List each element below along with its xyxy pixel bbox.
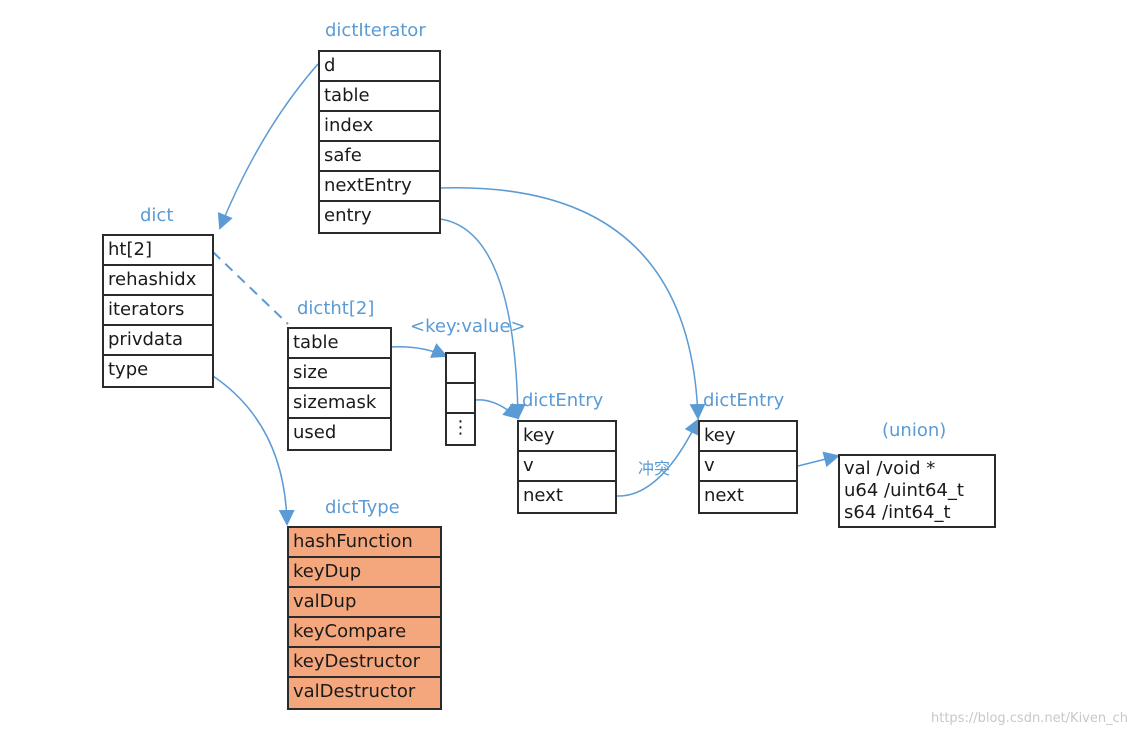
dictiterator-field-d: d <box>320 52 439 82</box>
dictentry1-field-next: next <box>523 485 563 506</box>
dict-struct: ht[2] rehashidx iterators privdata type <box>102 234 214 388</box>
conflict-label: 冲突 <box>638 459 671 478</box>
dicttype-field-valdup: valDup <box>289 588 440 618</box>
dict-field-type: type <box>108 359 149 380</box>
dict-field-iterators: iterators <box>104 296 212 326</box>
dictentry2-field-next: next <box>704 485 744 506</box>
buckets-title: <key:value> <box>410 316 526 337</box>
edge-iterator-entry-to-entry1 <box>439 218 526 420</box>
dictiterator-field-nextentry: nextEntry <box>320 172 439 202</box>
dictentry2-struct: key v next <box>698 420 798 514</box>
dicttype-field-keycompare: keyCompare <box>289 618 440 648</box>
edge-entry2-v-to-union <box>797 451 840 468</box>
dictentry2-title: dictEntry <box>703 390 785 411</box>
dictht-field-used: used <box>293 422 337 443</box>
dicttype-field-keydup: keyDup <box>289 558 440 588</box>
dictentry1-struct: key v next <box>517 420 617 514</box>
dict-title: dict <box>140 205 174 226</box>
edge-dict-ht-to-dictht <box>212 251 289 325</box>
edge-entry1-next-to-entry2 <box>615 418 700 497</box>
dictiterator-field-safe: safe <box>320 142 439 172</box>
edge-bucket-to-entry1 <box>475 399 520 420</box>
union-member-s64: s64 /int64_t <box>844 502 951 523</box>
dictht-title: dictht[2] <box>297 298 375 319</box>
edge-dictht-table-to-buckets <box>389 343 448 358</box>
dictentry2-field-key: key <box>700 422 796 452</box>
dictiterator-struct: d table index safe nextEntry entry <box>318 50 441 234</box>
dicttype-field-keydestructor: keyDestructor <box>289 648 440 678</box>
dictentry2-field-v: v <box>700 452 796 482</box>
bucket-slot-ellipsis: ⋮ <box>451 417 470 438</box>
dicttype-title: dictType <box>325 497 400 518</box>
dicttype-field-hashfunction: hashFunction <box>289 528 440 558</box>
bucket-array: ⋮ <box>445 352 476 446</box>
dict-field-privdata: privdata <box>104 326 212 356</box>
dicttype-field-valdestructor: valDestructor <box>289 678 440 708</box>
dictentry1-field-key: key <box>519 422 615 452</box>
union-title: (union) <box>882 420 947 441</box>
dict-field-ht: ht[2] <box>104 236 212 266</box>
dict-field-rehashidx: rehashidx <box>104 266 212 296</box>
dictiterator-title: dictIterator <box>325 20 426 41</box>
watermark: https://blog.csdn.net/Kiven_ch <box>930 711 1128 726</box>
edge-iterator-d-to-dict <box>217 63 319 230</box>
dictentry1-field-v: v <box>519 452 615 482</box>
dictiterator-field-table: table <box>320 82 439 112</box>
dicttype-struct: hashFunction keyDup valDup keyCompare ke… <box>287 526 442 710</box>
edge-dict-type-to-dicttype <box>212 375 295 526</box>
union-struct: val /void * u64 /uint64_t s64 /int64_t <box>838 454 996 528</box>
union-member-val: val /void * <box>844 458 936 479</box>
dictht-field-sizemask: sizemask <box>289 389 390 419</box>
bucket-slot <box>447 384 474 414</box>
dictht-struct: table size sizemask used <box>287 327 392 451</box>
dictiterator-field-index: index <box>320 112 439 142</box>
dictentry1-title: dictEntry <box>522 390 604 411</box>
bucket-slot <box>447 354 474 384</box>
edge-iterator-nextentry-to-entry2 <box>439 187 706 420</box>
dictiterator-field-entry: entry <box>324 205 372 226</box>
union-member-u64: u64 /uint64_t <box>844 480 964 501</box>
dictht-field-size: size <box>289 359 390 389</box>
dictht-field-table: table <box>289 329 390 359</box>
